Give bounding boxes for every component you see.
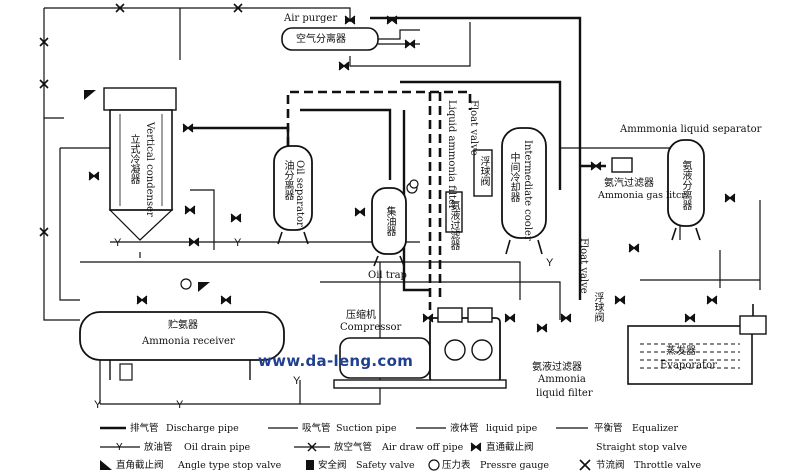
legend-liquid-cn: 液体管 <box>450 423 479 434</box>
ammonia-liquid-filter-bottom-cn-label: 氨液过滤器 <box>532 362 582 373</box>
legend-air-draw-en: Air draw off pipe <box>382 442 464 453</box>
legend-equalizer-en: Equalizer <box>632 423 679 434</box>
legend-throttle-en: Throttle valve <box>634 460 702 471</box>
ammonia-liquid-separator <box>667 139 705 241</box>
stop-valves <box>88 123 736 333</box>
legend-equalizer-cn: 平衡管 <box>594 423 623 434</box>
ammonia-gas-filter-label: Ammonia gas litcr <box>598 190 686 201</box>
air-purger <box>281 22 471 67</box>
air-separator-cn-label: 空气分离器 <box>296 34 346 45</box>
evaporator <box>627 304 767 385</box>
svg-text:Y: Y <box>546 257 554 269</box>
ammonia-receiver-cn-label: 贮氨器 <box>168 320 198 331</box>
legend-discharge-en: Discharge pipe <box>166 423 239 434</box>
ammonia-liquid-separator-cn-label: 氨液分离器 <box>680 160 691 210</box>
ammonia-gas-filter-cn-label: 氨汽过滤器 <box>604 178 654 189</box>
oil-trap-label: Oil trap <box>368 270 407 281</box>
evaporator-cn-label: 蒸发器 <box>666 346 696 357</box>
compressor-cn-label: 压缩机 <box>346 310 376 321</box>
legend-safety-cn: 安全阀 <box>318 460 347 471</box>
legend-oil-drain-cn: 放油管 <box>144 442 173 453</box>
legend-throttle-cn: 节流阀 <box>596 460 625 471</box>
legend-pressure-cn: 压力表 <box>442 460 471 471</box>
watermark: www.da-leng.com <box>258 352 414 370</box>
legend-symbols: Y <box>100 426 591 471</box>
liquid-ammonia-filter-cn-label: 氨液过滤器 <box>448 200 459 250</box>
legend: Y 排气管 Discharge pipe 吸气管 Suction pipe 液体… <box>0 414 800 472</box>
svg-text:Y: Y <box>234 237 242 249</box>
legend-angle-stop-cn: 直角截止阀 <box>116 460 164 471</box>
evaporator-label: Evaporator <box>660 360 717 371</box>
legend-liquid-en: liquid pipe <box>486 423 538 434</box>
vertical-condenser-label: Vertical condenser <box>144 122 155 217</box>
safety-valve-symbol <box>306 460 314 470</box>
oil-trap <box>371 182 418 267</box>
float-valve-right-cn-label: 浮球阀 <box>592 292 603 322</box>
ammonia-liquid-separator-label: Ammmonia liquid separator <box>620 124 762 135</box>
float-valve-top-cn-label: 浮球阀 <box>478 156 489 186</box>
oil-trap-cn-label: 集油器 <box>384 206 395 236</box>
oil-separator-label: Oil separator <box>294 160 305 227</box>
air-draw-off-pipes <box>43 7 351 321</box>
suction-pipes <box>286 90 472 310</box>
air-purger-label: Air purger <box>284 13 338 24</box>
legend-straight-stop-cn: 直通截止阀 <box>486 442 534 453</box>
intermediate-cooler-label: Intermediate cooler <box>522 140 533 241</box>
intermediate-cooler-cn-label: 中间冷却器 <box>508 152 519 202</box>
oil-separator <box>273 145 313 245</box>
compressor <box>333 307 507 389</box>
oil-drain-markers: Y Y Y Y Y Y <box>94 237 554 411</box>
svg-text:Y: Y <box>293 375 301 387</box>
compressor-label: Compressor <box>340 322 402 333</box>
svg-text:Y: Y <box>116 442 123 453</box>
ammonia-liquid-filter-bottom-label-1: Ammonia <box>538 374 586 385</box>
liquid-ammonia-filter-label: Liquid ammonia filter <box>446 100 457 210</box>
ammonia-liquid-filter-bottom-label-2: liquid filter <box>536 388 593 399</box>
safety-valves <box>84 90 210 292</box>
float-valve-top-label: Float valve <box>468 100 479 156</box>
svg-text:Y: Y <box>94 399 102 411</box>
ammonia-receiver <box>79 311 285 381</box>
legend-suction-en: Suction pipe <box>336 423 397 434</box>
ammonia-receiver-label: Ammonia receiver <box>142 336 235 347</box>
vertical-condenser-cn-label: 立式冷凝器 <box>128 134 139 184</box>
legend-suction-cn: 吸气管 <box>302 423 331 434</box>
legend-oil-drain-en: Oil drain pipe <box>184 442 251 453</box>
throttle-valve-symbol <box>579 459 591 471</box>
angle-stop-valve-symbol <box>100 460 112 470</box>
legend-discharge-cn: 排气管 <box>130 423 159 434</box>
vertical-condenser <box>103 87 177 241</box>
oil-separator-cn-label: 油分离器 <box>282 160 293 200</box>
ammonia-gas-filter-symbol <box>611 157 633 173</box>
straight-stop-valve-symbol <box>470 442 482 452</box>
gauges <box>180 179 419 290</box>
legend-safety-en: Safety valve <box>356 460 415 471</box>
svg-text:Y: Y <box>176 399 184 411</box>
legend-pressure-en: Pressre gauge <box>480 460 550 471</box>
pressure-gauge-symbol <box>428 459 440 471</box>
legend-straight-stop-en: Straight stop valve <box>596 442 688 453</box>
svg-text:Y: Y <box>114 237 122 249</box>
oil-drain-pipes <box>99 262 381 405</box>
float-valve-right-label: Float valve <box>578 238 589 294</box>
legend-air-draw-cn: 放空气管 <box>334 442 373 453</box>
legend-angle-stop-en: Angle type stop valve <box>178 460 282 471</box>
intermediate-cooler <box>445 127 547 255</box>
